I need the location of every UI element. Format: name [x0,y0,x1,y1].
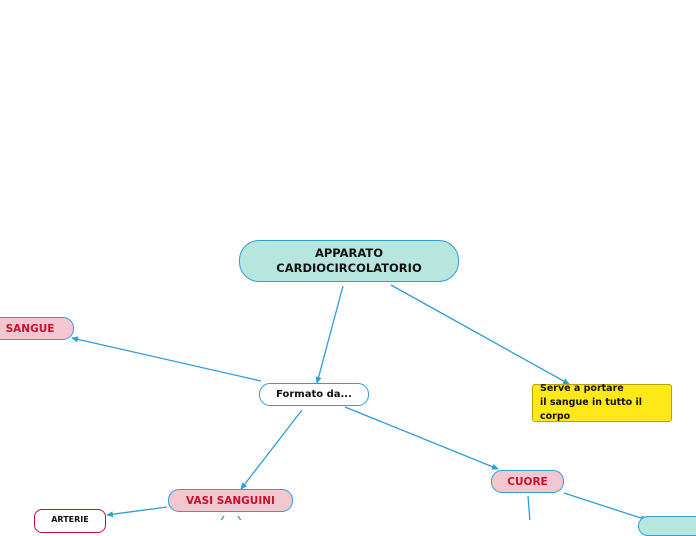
cuore-node[interactable]: CUORE [491,470,564,493]
sangue-node[interactable]: SANGUE [0,317,74,340]
connector-cuore-down [527,495,531,520]
connector-root-serve [390,284,570,385]
connector-formato-sangue [71,336,262,382]
connector-formato-vasi [240,409,303,490]
connector-vasi-down-left [220,515,225,520]
root-node[interactable]: APPARATO CARDIOCIRCOLATORIO [239,240,459,282]
connector-formato-cuore [344,406,499,470]
vasi-sanguini-node[interactable]: VASI SANGUINI [168,489,293,512]
connector-vasi-down-right [237,515,242,520]
connector-cuore-right [563,492,648,520]
serve-note[interactable]: Serve a portare il sangue in tutto il co… [532,383,672,422]
connector-vasi-arterie [106,506,168,518]
arterie-node[interactable]: ARTERIE [34,509,106,533]
connector-root-formato [315,285,344,384]
connector-layer [71,284,648,520]
offscreen-node[interactable] [638,516,696,536]
formato-node[interactable]: Formato da... [259,383,369,406]
